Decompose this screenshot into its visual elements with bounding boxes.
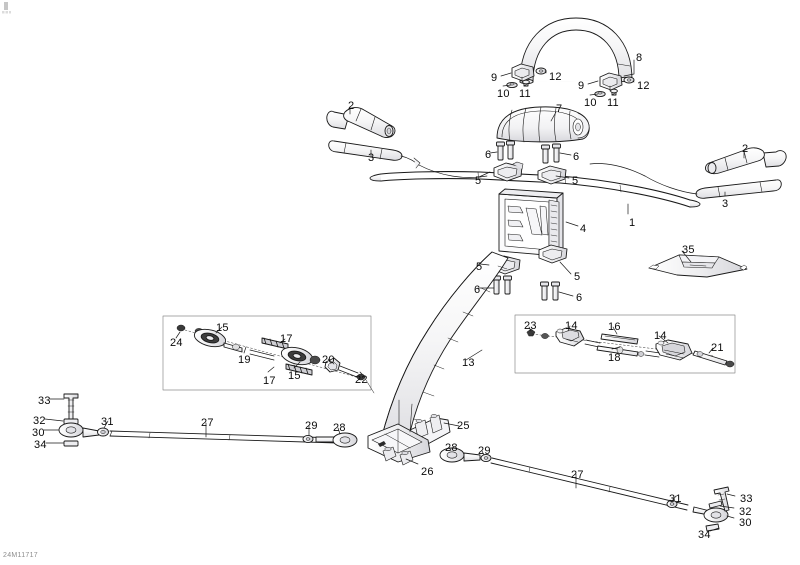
callout-2: 2 xyxy=(348,100,355,112)
part-6-bolt-upper-right-b xyxy=(552,143,561,163)
part-6-bolt-lower-right-b xyxy=(551,281,560,301)
callout-20: 20 xyxy=(322,354,335,366)
callout-3: 3 xyxy=(368,152,375,164)
callout-5: 5 xyxy=(574,271,581,283)
callout-16: 16 xyxy=(608,321,621,333)
callout-33: 33 xyxy=(38,395,51,407)
part-20-joint xyxy=(324,357,341,373)
part-8-grab-bar xyxy=(519,17,633,85)
part-6-bolt-upper-left-b xyxy=(506,140,515,160)
callout-31: 31 xyxy=(101,416,114,428)
callout-7: 7 xyxy=(556,103,563,115)
left-tie-rod-assembly xyxy=(58,393,358,448)
callout-15: 15 xyxy=(288,370,301,382)
callout-12: 12 xyxy=(637,80,650,92)
part-6-bolt-lower-left-b xyxy=(503,275,512,295)
callout-5: 5 xyxy=(572,175,579,187)
callout-21: 21 xyxy=(711,342,724,354)
callout-1: 1 xyxy=(629,217,636,229)
callout-6: 6 xyxy=(474,284,481,296)
part-14-joint-right xyxy=(655,339,693,361)
callout-9: 9 xyxy=(491,72,498,84)
part-16-rod xyxy=(600,333,639,345)
callout-29: 29 xyxy=(478,445,491,457)
callout-29: 29 xyxy=(305,420,318,432)
fastener-cluster-right xyxy=(594,72,635,98)
part-2-right-grip xyxy=(705,147,787,175)
callout-32: 32 xyxy=(739,506,752,518)
callout-12: 12 xyxy=(549,71,562,83)
callout-6: 6 xyxy=(485,149,492,161)
callout-11: 11 xyxy=(607,97,619,109)
callout-13: 13 xyxy=(462,357,475,369)
callout-6: 6 xyxy=(576,292,583,304)
callout-18: 18 xyxy=(608,352,621,364)
callout-17: 17 xyxy=(263,375,276,387)
leader-lines xyxy=(43,59,745,532)
part-17-spring-b xyxy=(285,363,313,376)
part-7-handlebar-pad xyxy=(496,106,590,143)
corner-registration-mark xyxy=(2,2,11,14)
document-watermark: 24M11717 xyxy=(3,552,38,559)
callout-6: 6 xyxy=(573,151,580,163)
callout-26: 26 xyxy=(421,466,434,478)
part-5-clamp-lower-right xyxy=(538,244,568,264)
callout-27: 27 xyxy=(201,417,214,429)
callout-27: 27 xyxy=(571,469,584,481)
right-tie-rod-assembly xyxy=(439,447,730,532)
inset-left-detail xyxy=(162,315,375,394)
part-3-left-lever xyxy=(328,140,488,178)
callout-24: 24 xyxy=(170,337,183,349)
callout-10: 10 xyxy=(497,88,510,100)
part-6-bolt-lower-right-a xyxy=(540,281,549,301)
part-2-left-grip xyxy=(326,107,396,138)
callout-5: 5 xyxy=(475,175,482,187)
part-5-clamp-upper-right xyxy=(537,165,567,185)
callout-25: 25 xyxy=(457,420,470,432)
part-6-bolt-upper-right-a xyxy=(541,144,550,164)
callout-14: 14 xyxy=(654,330,667,342)
callout-14: 14 xyxy=(565,320,578,332)
callout-35: 35 xyxy=(682,244,695,256)
callout-3: 3 xyxy=(722,198,729,210)
part-14-joint-left xyxy=(555,327,585,347)
callout-11: 11 xyxy=(519,88,531,100)
callout-10: 10 xyxy=(584,97,597,109)
callout-32: 32 xyxy=(33,415,46,427)
callout-15: 15 xyxy=(216,322,229,334)
callout-28: 28 xyxy=(333,422,346,434)
callout-2: 2 xyxy=(742,143,749,155)
part-5-clamp-upper-left xyxy=(493,161,524,182)
part-35-bracket-plate xyxy=(648,254,748,278)
callout-17: 17 xyxy=(280,333,293,345)
part-18-bolt xyxy=(596,345,645,357)
part-21-rod xyxy=(692,350,735,368)
callout-33: 33 xyxy=(740,493,753,505)
callout-22: 22 xyxy=(355,374,368,386)
callout-34: 34 xyxy=(34,439,47,451)
part-3-right-lever xyxy=(589,163,782,199)
part-6-bolt-upper-left-a xyxy=(496,141,505,161)
callout-28: 28 xyxy=(445,442,458,454)
callout-31: 31 xyxy=(669,493,682,505)
part-26-steering-plate xyxy=(367,399,431,466)
callout-9: 9 xyxy=(578,80,585,92)
inset-right-detail xyxy=(514,314,736,374)
callout-8: 8 xyxy=(636,52,643,64)
callout-23: 23 xyxy=(524,320,537,332)
part-15-bushing-a xyxy=(193,328,227,348)
callout-4: 4 xyxy=(580,223,587,235)
callout-5: 5 xyxy=(476,261,483,273)
fastener-cluster-left xyxy=(506,63,547,89)
callout-34: 34 xyxy=(698,529,711,541)
part-4-steering-bracket xyxy=(498,188,564,263)
callout-19: 19 xyxy=(238,354,251,366)
callout-30: 30 xyxy=(739,517,752,529)
callout-30: 30 xyxy=(32,427,45,439)
